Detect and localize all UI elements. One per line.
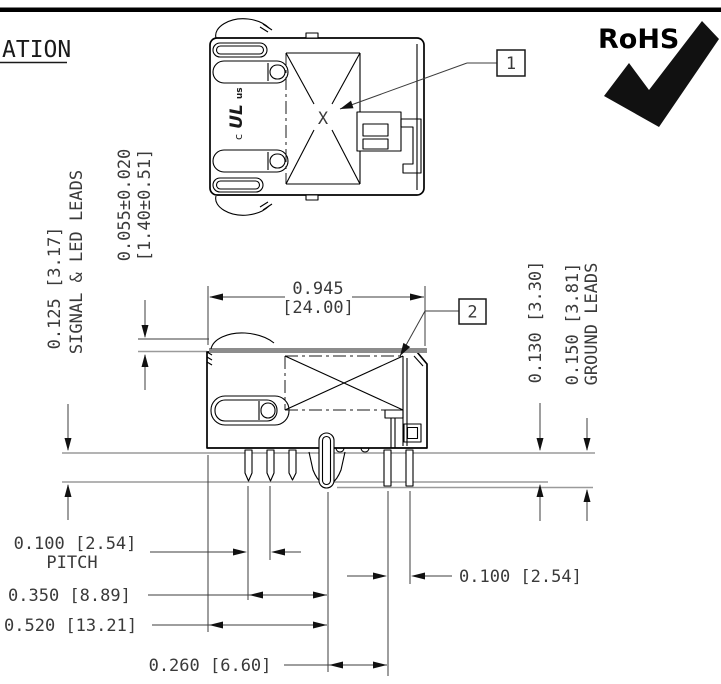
callout-2-label: 2	[467, 303, 477, 323]
svg-text:c UL us: c UL us	[227, 87, 247, 140]
dim-pitch-value: 0.100 [2.54]	[14, 534, 137, 554]
signal-leads	[244, 449, 297, 482]
dim-0350: 0.350 [8.89]	[8, 586, 327, 606]
dim-ground-pitch: 0.100 [2.54]	[347, 567, 582, 587]
callout-2-box	[458, 298, 487, 325]
dim-lead-length: 0.130 [3.30]	[526, 261, 546, 521]
latch-slot-top-large	[212, 60, 289, 84]
shield-post	[308, 432, 346, 489]
dim-pitch-label: PITCH	[46, 553, 97, 573]
dim-0350-value: 0.350 [8.89]	[8, 586, 131, 606]
ground-leads	[383, 449, 414, 487]
top-border	[0, 7, 721, 12]
dim-pitch: 0.100 [2.54] PITCH	[14, 534, 301, 573]
dim-0260-value: 0.260 [6.60]	[149, 656, 272, 676]
ul-recognized-mark-icon: c UL us	[227, 87, 247, 140]
dim-ground-leads: 0.150 [3.81] GROUND LEADS	[563, 263, 602, 521]
callout-1-box	[496, 49, 526, 77]
callout-1: 1	[339, 49, 526, 110]
callout-1-label: 1	[506, 54, 516, 74]
dim-0520-value: 0.520 [13.21]	[4, 616, 137, 636]
dim-latch-height: 0.055±0.020 [1.40±0.51]	[115, 149, 209, 390]
side-view	[206, 332, 428, 489]
dim-latch-height-value: 0.055±0.020	[115, 149, 135, 262]
latch-slot-bottom-small	[212, 177, 264, 193]
dim-signal-leads: 0.125 [3.17] SIGNAL & LED LEADS	[45, 170, 87, 520]
dim-lead-length-value: 0.130 [3.30]	[526, 261, 546, 384]
dim-body-width-mm: [24.00]	[282, 298, 354, 318]
rohs-logo: RoHS	[598, 21, 719, 127]
rohs-label: RoHS	[598, 24, 679, 55]
emi-spring-side	[210, 332, 275, 350]
dim-signal-leads-label: SIGNAL & LED LEADS	[67, 170, 87, 354]
dim-0520: 0.520 [13.21]	[4, 616, 327, 636]
dim-body-width-inch: 0.945	[292, 279, 343, 299]
emi-spring-bottom	[215, 195, 270, 216]
rohs-checkmark-icon	[604, 21, 719, 127]
dim-latch-height-metric: [1.40±0.51]	[135, 149, 155, 262]
dim-body-width: 0.945 [24.00]	[207, 279, 426, 346]
shield-top-bar	[209, 348, 427, 353]
latch-slot-side	[210, 395, 290, 426]
emi-spring-top	[215, 18, 270, 39]
label-center-mark: X	[318, 109, 329, 129]
dim-0260: 0.260 [6.60]	[149, 656, 387, 676]
standoff-bosses	[335, 447, 370, 453]
page-title: ATION	[2, 37, 71, 63]
dim-ground-leads-label: GROUND LEADS	[582, 263, 602, 386]
top-view: c UL us X	[209, 18, 425, 216]
callout-1-arrowhead	[340, 100, 354, 109]
led-contact-block	[356, 111, 422, 174]
latch-slot-top-small	[212, 42, 268, 58]
bracket-step	[384, 409, 404, 419]
internal-crossbox	[284, 355, 408, 446]
panel-tab	[403, 423, 422, 443]
dim-signal-leads-value: 0.125 [3.17]	[45, 227, 65, 350]
extension-lines	[207, 455, 411, 676]
latch-slot-bottom-large	[212, 149, 289, 173]
callout-2-arrowhead	[400, 342, 411, 356]
callout-2: 2	[399, 298, 487, 357]
dim-ground-pitch-value: 0.100 [2.54]	[459, 567, 582, 587]
dim-ground-leads-value: 0.150 [3.81]	[563, 263, 583, 386]
